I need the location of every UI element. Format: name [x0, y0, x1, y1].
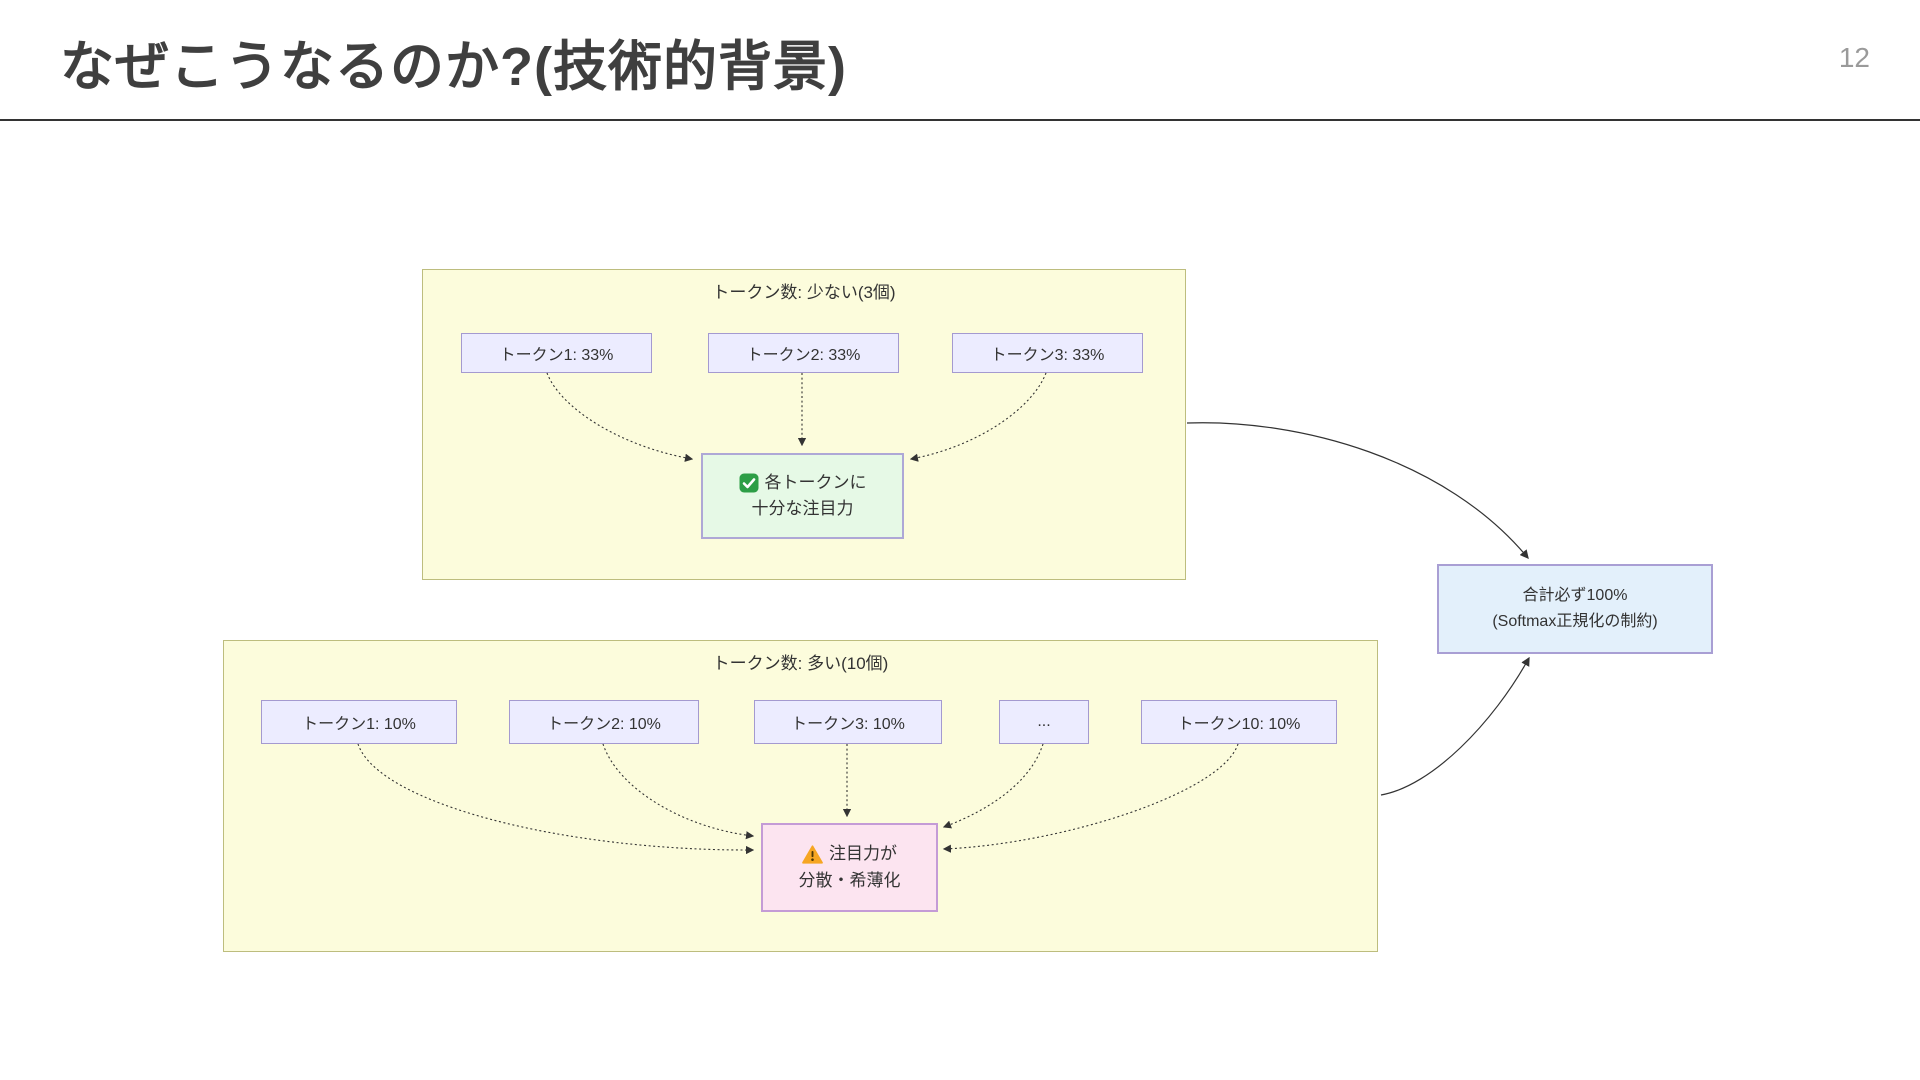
node-ellipsis: ...: [999, 700, 1089, 744]
arrow-cluster-large-to-constraint: [1380, 656, 1530, 796]
node-token10-10: トークン10: 10%: [1141, 700, 1337, 744]
result-diluted-line1: 注目力が: [802, 841, 897, 867]
check-icon: [739, 473, 759, 493]
warning-icon: [802, 845, 823, 864]
result-diluted-text1: 注目力が: [829, 844, 897, 864]
page-number: 12: [1838, 42, 1870, 73]
result-sufficient-attention: 各トークンに 十分な注目力: [701, 453, 904, 539]
node-token1-33: トークン1: 33%: [461, 333, 652, 373]
cluster-many-tokens-title: トークン数: 多い(10個): [712, 654, 889, 673]
result-diluted-attention: 注目力が 分散・希薄化: [761, 823, 938, 912]
constraint-box: 合計必ず100% (Softmax正規化の制約): [1437, 564, 1713, 654]
node-token2-33: トークン2: 33%: [708, 333, 899, 373]
page-title: なぜこうなるのか?(技術的背景): [60, 37, 847, 97]
cluster-many-tokens: トークン数: 多い(10個) トークン1: 10% トークン2: 10% トーク…: [223, 640, 1378, 952]
arrow-cluster-small-to-constraint: [1186, 422, 1529, 560]
node-token2-10: トークン2: 10%: [509, 700, 699, 744]
cluster-few-tokens: トークン数: 少ない(3個) トークン1: 33% トークン2: 33% トーク…: [422, 269, 1186, 580]
result-sufficient-text1: 各トークンに: [764, 472, 867, 492]
cluster-few-tokens-title: トークン数: 少ない(3個): [712, 283, 896, 302]
result-diluted-text2: 分散・希薄化: [798, 870, 901, 890]
node-token3-10: トークン3: 10%: [754, 700, 942, 744]
result-sufficient-line1: 各トークンに: [739, 470, 867, 496]
result-sufficient-text2: 十分な注目力: [751, 499, 854, 518]
slide-header: なぜこうなるのか?(技術的背景) 12: [0, 0, 1920, 121]
constraint-line1: 合計必ず100%: [1522, 587, 1628, 605]
node-token3-33: トークン3: 33%: [952, 333, 1143, 373]
constraint-line2: (Softmax正規化の制約): [1492, 613, 1658, 630]
node-token1-10: トークン1: 10%: [261, 700, 457, 744]
